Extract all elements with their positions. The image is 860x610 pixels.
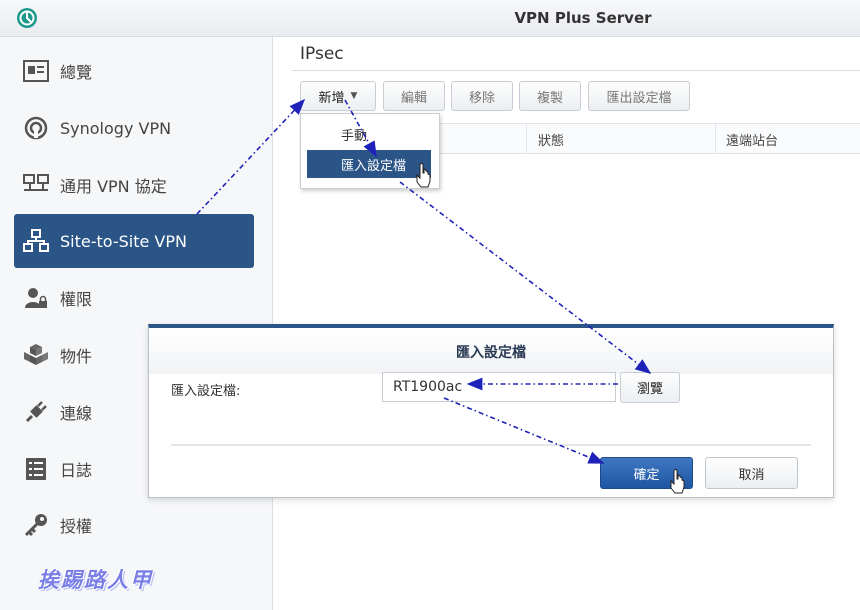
key-icon — [22, 511, 50, 539]
create-button-label: 新增 — [318, 90, 345, 106]
export-config-button[interactable]: 匯出設定檔 — [588, 81, 690, 111]
caret-down-icon: ▼ — [350, 91, 358, 101]
sidebar-item-label: 物件 — [60, 347, 93, 366]
sidebar-item-label: Site-to-Site VPN — [60, 231, 187, 251]
sidebar-item-objects[interactable]: 物件 — [14, 328, 254, 382]
sidebar-item-label: Synology VPN — [60, 118, 172, 138]
network-icon — [22, 171, 50, 199]
cubes-icon — [22, 341, 50, 369]
log-icon — [22, 455, 50, 483]
sidebar-item-general-vpn[interactable]: 通用 VPN 協定 — [14, 158, 254, 212]
sidebar-item-label: 通用 VPN 協定 — [60, 177, 167, 196]
synology-vpn-icon — [22, 114, 50, 142]
cancel-button[interactable]: 取消 — [705, 457, 798, 489]
column-divider — [715, 124, 716, 153]
sidebar-item-overview[interactable]: 總覽 — [14, 44, 254, 98]
import-config-label: 匯入設定檔: — [171, 384, 241, 399]
create-dropdown-menu: 手動 匯入設定檔 — [300, 113, 440, 189]
remove-button[interactable]: 移除 — [451, 81, 513, 111]
column-header-remote-site[interactable]: 遠端站台 — [726, 134, 779, 149]
site-to-site-icon — [22, 227, 50, 255]
copy-button[interactable]: 複製 — [519, 81, 581, 111]
sidebar-item-license[interactable]: 授權 — [14, 498, 254, 552]
sidebar-item-connections[interactable]: 連線 — [14, 385, 254, 439]
column-header-status[interactable]: 狀態 — [538, 134, 565, 149]
import-config-field[interactable] — [382, 372, 616, 402]
title-bar: VPN Plus Server — [0, 0, 860, 37]
sidebar-item-label: 授權 — [60, 517, 93, 536]
dialog-title: 匯入設定檔 — [456, 345, 526, 361]
overview-icon — [22, 57, 50, 85]
edit-button[interactable]: 編輯 — [383, 81, 445, 111]
sidebar-item-label: 日誌 — [60, 461, 93, 480]
browse-button[interactable]: 瀏覽 — [620, 372, 680, 403]
sidebar-item-synology-vpn[interactable]: Synology VPN — [14, 101, 254, 155]
sidebar-item-label: 總覽 — [60, 63, 93, 82]
sidebar-item-site-to-site-vpn[interactable]: Site-to-Site VPN — [14, 214, 254, 268]
sidebar-item-logs[interactable]: 日誌 — [14, 442, 254, 496]
title-divider — [292, 70, 860, 71]
app-title: VPN Plus Server — [514, 9, 652, 27]
ok-button[interactable]: 確定 — [600, 457, 693, 489]
page-title: IPsec — [300, 44, 344, 64]
dialog-divider — [171, 444, 811, 446]
plug-icon — [22, 398, 50, 426]
menu-item-import-config[interactable]: 匯入設定檔 — [307, 150, 431, 178]
menu-item-manual[interactable]: 手動 — [341, 128, 368, 144]
watermark-text: 挨踢路人甲 — [38, 568, 153, 592]
app-logo-icon — [17, 8, 37, 28]
user-lock-icon — [22, 284, 50, 312]
sidebar-item-label: 權限 — [60, 290, 93, 309]
import-config-dialog: 匯入設定檔 匯入設定檔: 瀏覽 確定 取消 — [148, 324, 834, 498]
sidebar-item-label: 連線 — [60, 404, 93, 423]
column-divider — [526, 124, 527, 153]
sidebar-item-permissions[interactable]: 權限 — [14, 271, 254, 325]
create-button[interactable]: 新增 ▼ — [300, 81, 376, 111]
